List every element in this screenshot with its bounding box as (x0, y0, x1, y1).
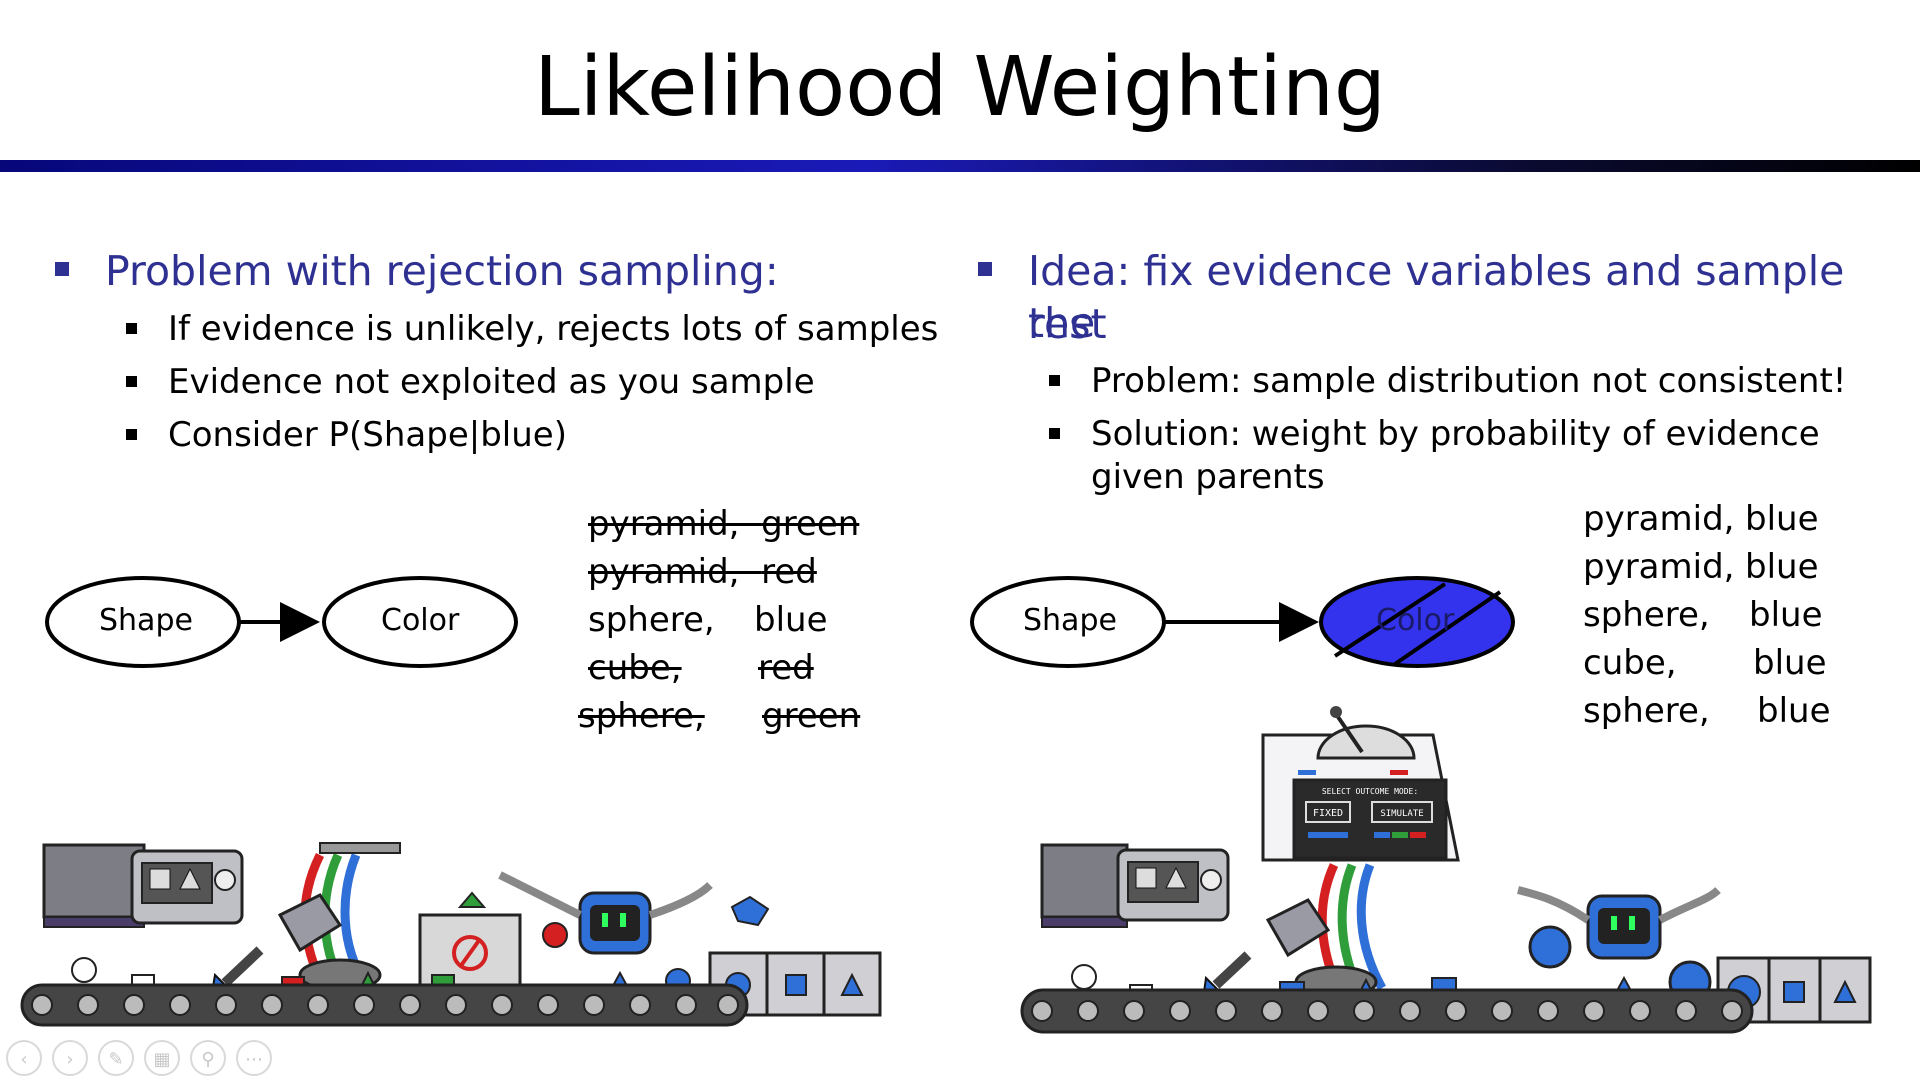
color-node-evidence (1319, 576, 1515, 668)
color-node-label: Color (1376, 603, 1455, 638)
more-icon[interactable]: ⋯ (236, 1040, 272, 1076)
bullet-marker (978, 262, 992, 276)
paint-robot-head (1265, 898, 1331, 958)
slide-title: Likelihood Weighting (534, 40, 1386, 135)
shape-node (970, 576, 1166, 668)
conveyor-belt (20, 983, 749, 1027)
right-bullet-2-cont: given parents (1091, 457, 1325, 497)
right-sample-color: blue (1745, 547, 1819, 587)
bullet-marker (126, 429, 137, 440)
blue-cube-flying (730, 895, 770, 927)
dispenser-box (42, 843, 146, 919)
title-rule (0, 160, 1920, 172)
reject-symbol-icon (452, 935, 488, 971)
prev-icon[interactable]: ‹ (6, 1040, 42, 1076)
bullet-marker (1049, 375, 1060, 386)
fixed-mode-button (1305, 801, 1351, 823)
left-bullet-2: Evidence not exploited as you sample (168, 362, 815, 402)
right-sample-shape: cube, (1583, 643, 1677, 683)
mode-caption: SELECT OUTCOME MODE: (1322, 787, 1418, 796)
right-heading-line2: rest (1028, 300, 1107, 348)
shape-node-label: Shape (99, 603, 193, 638)
bullet-marker (1049, 428, 1060, 439)
right-sample-shape: sphere, (1583, 595, 1710, 635)
left-bullet-1: If evidence is unlikely, rejects lots of… (168, 309, 939, 349)
simulate-mode-button (1371, 801, 1433, 823)
next-icon[interactable]: › (52, 1040, 88, 1076)
sample-color: red (758, 648, 814, 688)
sphere-item (71, 957, 97, 983)
fixed-mode-label: FIXED (1313, 808, 1343, 819)
slides-icon[interactable]: ▦ (144, 1040, 180, 1076)
dispenser-box (1040, 843, 1129, 919)
right-bayes-net (970, 576, 1515, 668)
sample-color: red (761, 552, 817, 592)
sample-shape: pyramid, (588, 504, 740, 544)
left-sample-row: pyramid, red (588, 548, 817, 596)
color-node-label: Color (381, 603, 460, 638)
pen-icon[interactable]: ✎ (98, 1040, 134, 1076)
right-sample-color: blue (1757, 691, 1831, 731)
left-bayes-net (45, 576, 518, 668)
paint-robot-head (277, 893, 343, 953)
left-sample-row: sphere, (578, 692, 768, 740)
sample-shape: sphere, (588, 600, 715, 640)
left-sample-row: cube, (588, 644, 812, 692)
mode-screen (1292, 778, 1448, 860)
right-bullet-1: Problem: sample distribution not consist… (1091, 361, 1847, 401)
sample-color: green (761, 504, 860, 544)
red-sphere (542, 922, 568, 948)
sphere-item (1071, 964, 1097, 990)
right-factory-illustration: SELECT OUTCOME MODE: FIXED SIMULATE (1020, 706, 1872, 1034)
sample-color: green (762, 696, 861, 736)
right-sample-color: blue (1749, 595, 1823, 635)
zoom-icon[interactable]: ⚲ (190, 1040, 226, 1076)
bullet-marker (55, 262, 69, 276)
fixed-slash (1333, 582, 1447, 658)
bullet-marker (126, 376, 137, 387)
sample-shape: pyramid, (588, 552, 740, 592)
right-heading-line1: Idea: fix evidence variables and sample … (1028, 247, 1845, 347)
sample-shape: cube, (588, 648, 682, 688)
left-heading: Problem with rejection sampling: (105, 247, 779, 295)
color-node (322, 576, 518, 668)
left-sample-row: pyramid, green (588, 500, 859, 548)
simulate-mode-label: SIMULATE (1380, 809, 1423, 819)
right-sample-shape: pyramid, (1583, 499, 1735, 539)
shape-node-label: Shape (1023, 603, 1117, 638)
right-sample-shape: pyramid, (1583, 547, 1735, 587)
shape-node (45, 576, 241, 668)
sample-shape: sphere, (578, 696, 705, 736)
fixed-slash (1393, 590, 1502, 666)
bullet-marker (126, 323, 137, 334)
right-sample-color: blue (1745, 499, 1819, 539)
blue-sphere (1528, 925, 1572, 969)
right-bullet-2: Solution: weight by probability of evide… (1091, 414, 1820, 454)
left-sample-row: sphere, (588, 596, 715, 644)
left-factory-illustration (20, 842, 882, 1027)
right-sample-shape: sphere, (1583, 691, 1710, 731)
sample-color: blue (754, 600, 828, 640)
left-bullet-3: Consider P(Shape|blue) (168, 415, 567, 455)
conveyor-belt (1020, 988, 1754, 1034)
right-sample-color: blue (1753, 643, 1827, 683)
